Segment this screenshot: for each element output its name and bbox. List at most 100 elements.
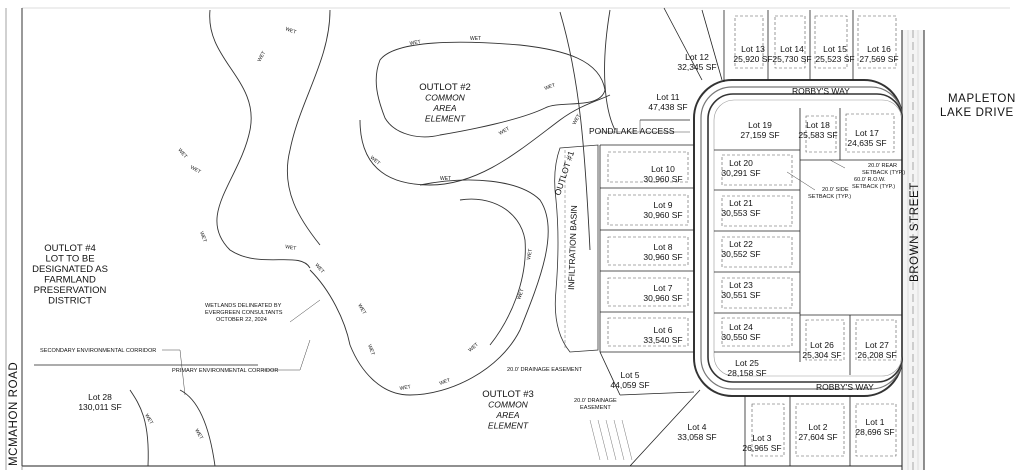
wet-label: WET bbox=[193, 428, 204, 441]
wet-label: WET bbox=[544, 82, 556, 91]
row-setback-label: SETBACK (TYP.) bbox=[852, 184, 895, 190]
lot-name: Lot 12 bbox=[685, 52, 709, 62]
lot-7: Lot 730,960 SF bbox=[643, 283, 682, 303]
wetlands-note: WETLANDS DELINEATED BY bbox=[205, 303, 282, 309]
lot-area: 26,965 SF bbox=[742, 443, 781, 453]
wetland-boundaries bbox=[129, 9, 616, 467]
lot-8: Lot 830,960 SF bbox=[643, 242, 682, 262]
lot-area: 26,208 SF bbox=[857, 350, 896, 360]
infiltration-basin-outline bbox=[554, 144, 599, 353]
wet-label: WET bbox=[440, 176, 451, 182]
lot-area: 130,011 SF bbox=[78, 402, 121, 412]
outlot-3-text: ELEMENT bbox=[488, 421, 529, 431]
wet-label: WET bbox=[409, 39, 421, 47]
outlot-4-text: LOT TO BE bbox=[45, 254, 94, 265]
wet-label: WET bbox=[189, 165, 202, 176]
lot-area: 30,960 SF bbox=[643, 174, 682, 184]
side-setback-label: SETBACK (TYP.) bbox=[808, 194, 851, 200]
lot-1: Lot 128,696 SF bbox=[855, 417, 894, 437]
drainage-hatch bbox=[589, 419, 633, 461]
lot-area: 44,059 SF bbox=[610, 380, 649, 390]
outlot-4-text: DISTRICT bbox=[48, 296, 92, 307]
lot-area: 30,553 SF bbox=[721, 208, 760, 218]
wet-label: WET bbox=[498, 126, 511, 137]
lot-name: Lot 5 bbox=[621, 370, 640, 380]
lot-name: Lot 20 bbox=[729, 158, 753, 168]
lot-name: Lot 8 bbox=[654, 242, 673, 252]
wetlands-note: OCTOBER 22, 2024 bbox=[216, 317, 267, 323]
outlot-2-text: COMMON bbox=[425, 93, 466, 103]
wet-label: WET bbox=[366, 344, 375, 356]
lot-area: 25,583 SF bbox=[798, 130, 837, 140]
wet-label: WET bbox=[470, 36, 481, 42]
lot-name: Lot 13 bbox=[741, 44, 765, 54]
outlot-2-text: OUTLOT #2 bbox=[419, 82, 471, 93]
lot-area: 25,730 SF bbox=[772, 54, 811, 64]
lot-name: Lot 4 bbox=[688, 422, 707, 432]
lot-name: Lot 14 bbox=[780, 44, 804, 54]
lot-area: 30,552 SF bbox=[721, 249, 760, 259]
lot-name: Lot 25 bbox=[735, 358, 759, 368]
lot-area: 28,158 SF bbox=[727, 368, 766, 378]
lot-name: Lot 2 bbox=[809, 422, 828, 432]
lot-area: 30,960 SF bbox=[643, 293, 682, 303]
lot-name: Lot 26 bbox=[810, 340, 834, 350]
wet-label: WET bbox=[198, 231, 207, 243]
lot-2: Lot 227,604 SF bbox=[798, 422, 837, 442]
lot-area: 25,523 SF bbox=[815, 54, 854, 64]
outlot-4-text: OUTLOT #4 bbox=[44, 243, 96, 254]
robbys-way-bottom-label: ROBBY'S WAY bbox=[816, 382, 874, 392]
lot-name: Lot 15 bbox=[823, 44, 847, 54]
brown-street-label: BROWN STREET bbox=[909, 182, 921, 282]
secondary-corridor-label: SECONDARY ENVIRONMENTAL CORRIDOR bbox=[40, 348, 156, 354]
lot-name: Lot 6 bbox=[654, 325, 673, 335]
rear-setback-label: 20.0' REAR bbox=[868, 163, 897, 169]
wet-label: WET bbox=[526, 248, 534, 260]
lot-name: Lot 21 bbox=[729, 198, 753, 208]
lot-area: 30,551 SF bbox=[721, 290, 760, 300]
wet-label: WET bbox=[285, 244, 297, 252]
setback-envelopes bbox=[607, 15, 897, 457]
brown-street-road bbox=[901, 30, 925, 470]
outlot-1-label: OUTLOT #1 bbox=[552, 149, 576, 196]
lot-4: Lot 433,058 SF bbox=[677, 422, 716, 442]
lot-area: 47,438 SF bbox=[648, 102, 687, 112]
wetlands-note: EVERGREEN CONSULTANTS bbox=[205, 310, 283, 316]
lot-area: 30,960 SF bbox=[643, 210, 682, 220]
wet-labels: WET WET WET WET WET WET WET WET WET WET … bbox=[143, 26, 582, 440]
robbys-way-road bbox=[693, 79, 903, 397]
lot-name: Lot 17 bbox=[855, 128, 879, 138]
mapleton-lake-drive-label: MAPLETON bbox=[948, 93, 1016, 105]
lot-area: 30,960 SF bbox=[643, 252, 682, 262]
outlot-3-text: AREA bbox=[495, 410, 519, 420]
wet-label: WET bbox=[439, 377, 451, 386]
wet-label: WET bbox=[143, 413, 154, 426]
lot-area: 27,569 SF bbox=[859, 54, 898, 64]
lot-name: Lot 9 bbox=[654, 200, 673, 210]
lot-name: Lot 27 bbox=[865, 340, 889, 350]
lot-lines bbox=[599, 7, 902, 467]
mapleton-lake-drive-label: LAKE DRIVE bbox=[940, 107, 1014, 119]
lot-area: 27,604 SF bbox=[798, 432, 837, 442]
lot-name: Lot 28 bbox=[88, 392, 112, 402]
row-setback-label: 60.0' R.O.W. bbox=[854, 177, 886, 183]
wet-label: WET bbox=[369, 155, 381, 167]
lot-area: 30,291 SF bbox=[721, 168, 760, 178]
lot-name: Lot 22 bbox=[729, 239, 753, 249]
wet-label: WET bbox=[516, 288, 525, 300]
